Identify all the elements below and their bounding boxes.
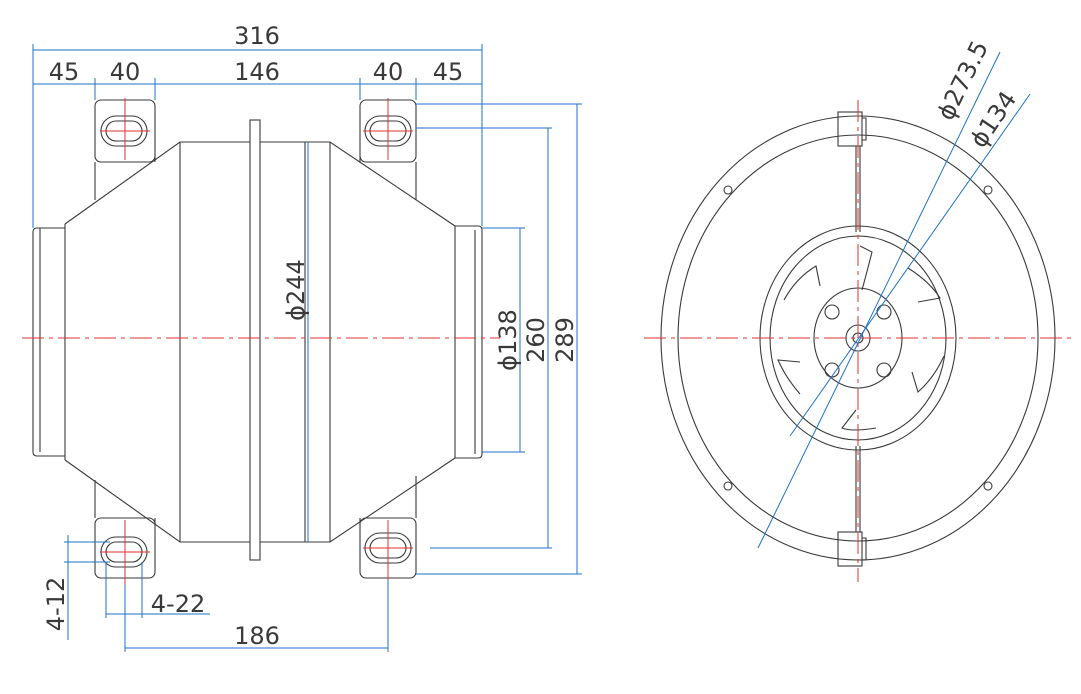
hub-bolt-hole: [824, 304, 840, 320]
dimension-overall-width: 316: [32, 22, 483, 228]
label-289: 289: [551, 317, 579, 363]
dimension-diameter-244: ϕ244: [282, 142, 310, 542]
dimension-vertical-right: ϕ138 260 289: [416, 103, 582, 575]
fan-housing-outline: [32, 119, 483, 561]
label-146: 146: [234, 58, 280, 86]
label-phi-138: ϕ138: [494, 309, 522, 371]
front-bracket-bottom: [837, 446, 867, 567]
label-45-left: 45: [49, 58, 80, 86]
flange-hole: [983, 481, 993, 491]
label-40-right: 40: [373, 58, 404, 86]
label-phi-134: ϕ134: [965, 86, 1023, 153]
front-bracket-top: [837, 111, 867, 232]
label-45-right: 45: [433, 58, 464, 86]
hub-bolt-hole: [876, 362, 892, 378]
dimension-front-diameters: ϕ273.5 ϕ134: [757, 36, 1031, 549]
flange-hole: [983, 185, 993, 195]
label-4-12: 4-12: [42, 577, 70, 631]
impeller-blades: [777, 245, 945, 431]
dimension-hole-callouts: 4-12 4-22: [42, 535, 210, 640]
label-40-left: 40: [110, 58, 141, 86]
dimension-hole-spacing: 186: [124, 580, 389, 652]
flange-hole: [723, 481, 733, 491]
label-316: 316: [234, 22, 280, 50]
hub-bolt-hole: [876, 304, 892, 320]
flange-hole: [723, 185, 733, 195]
label-186: 186: [234, 622, 280, 650]
label-260: 260: [522, 317, 550, 363]
dimension-segments: 45 40 146 40 45: [33, 58, 482, 100]
front-view: ϕ273.5 ϕ134: [644, 36, 1076, 582]
label-4-22: 4-22: [151, 590, 205, 618]
label-phi-244: ϕ244: [282, 259, 310, 321]
side-view: 316 45 40 146 40 45 ϕ244 ϕ138 260 2: [22, 22, 582, 652]
